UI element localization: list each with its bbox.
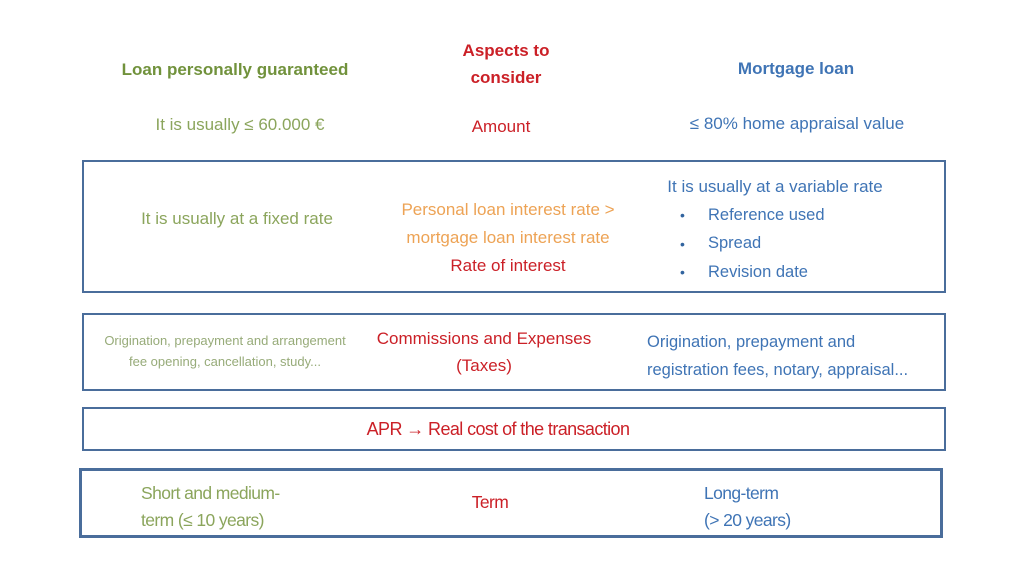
aspect-commissions-expenses: Commissions and Expenses (Taxes) (377, 325, 591, 379)
column-header-personal-loan: Loan personally guaranteed (121, 60, 349, 79)
rate-comparison-note: Personal loan interest rate > mortgage l… (401, 196, 614, 252)
list-item: • Reference used (680, 201, 825, 230)
personal-loan-term: Short and medium- term (≤ 10 years) (141, 480, 280, 534)
bullet-label: Spread (708, 234, 762, 253)
mortgage-loan-fees-line2: registration fees, notary, appraisal... (647, 361, 909, 379)
personal-loan-term-line2: term (≤ 10 years) (141, 510, 265, 530)
personal-loan-rate: It is usually at a fixed rate (141, 209, 333, 228)
mortgage-loan-fees-line1: Origination, prepayment and (647, 333, 856, 351)
mortgage-loan-term-line2: (> 20 years) (704, 510, 791, 530)
mortgage-loan-term-line1: Long-term (704, 483, 779, 503)
mortgage-loan-amount: ≤ 80% home appraisal value (689, 114, 905, 133)
mortgage-rate-bullet-list: • Reference used • Spread • Revision dat… (680, 201, 825, 287)
column-header-aspects: Aspects to consider (463, 37, 550, 91)
column-header-aspects-line1: Aspects to (462, 41, 550, 60)
list-item: • Spread (680, 230, 825, 259)
aspect-rate-of-interest: Rate of interest (450, 256, 566, 275)
bullet-icon: • (680, 264, 685, 281)
aspect-term: Term (471, 492, 509, 512)
mortgage-loan-rate-intro: It is usually at a variable rate (667, 177, 883, 196)
rate-comparison-line2: mortgage loan interest rate (406, 228, 610, 247)
box-commissions-expenses: Origination, prepayment and arrangement … (82, 313, 946, 391)
mortgage-loan-fees: Origination, prepayment and registration… (647, 328, 908, 384)
box-rate-of-interest: It is usually at a fixed rate Personal l… (82, 160, 946, 293)
personal-loan-term-line1: Short and medium- (141, 483, 280, 503)
bullet-label: Reference used (708, 205, 825, 224)
aspect-commissions-line2: (Taxes) (456, 356, 512, 375)
bullet-label: Revision date (708, 262, 808, 281)
aspect-amount: Amount (471, 117, 531, 136)
rate-comparison-line1: Personal loan interest rate > (401, 200, 615, 219)
mortgage-loan-term: Long-term (> 20 years) (704, 480, 791, 534)
bullet-icon: • (680, 235, 685, 252)
list-item: • Revision date (680, 258, 825, 287)
aspect-commissions-line1: Commissions and Expenses (376, 329, 592, 348)
personal-loan-fees-line2: fee opening, cancellation, study... (129, 354, 321, 369)
apr-statement: APR → Real cost of the transaction (366, 419, 630, 439)
bullet-icon: • (680, 207, 685, 224)
box-term: Short and medium- term (≤ 10 years) Term… (79, 468, 943, 538)
personal-loan-amount: It is usually ≤ 60.000 € (155, 115, 325, 134)
personal-loan-fees-line1: Origination, prepayment and arrangement (104, 333, 346, 348)
personal-loan-fees: Origination, prepayment and arrangement … (104, 330, 345, 372)
box-apr: APR → Real cost of the transaction (82, 407, 946, 451)
column-header-mortgage-loan: Mortgage loan (737, 59, 855, 78)
column-header-aspects-line2: consider (470, 68, 542, 87)
